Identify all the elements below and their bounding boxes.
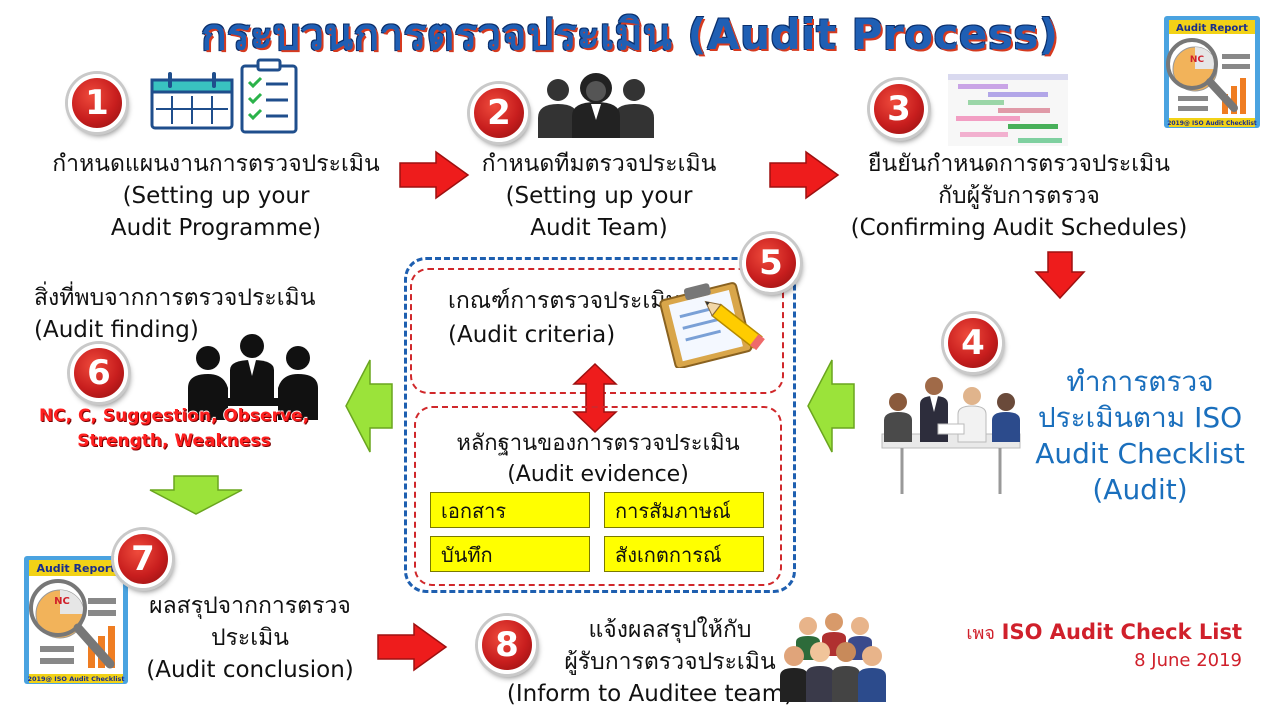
credit-name: ISO Audit Check List (1001, 620, 1242, 644)
step-7-report-header: Audit Report (36, 562, 115, 575)
step-8-en: (Inform to Auditee team) (506, 681, 794, 707)
audit-evidence-en: (Audit evidence) (507, 462, 689, 487)
step-5-en: (Audit criteria) (448, 322, 616, 348)
arrow-6-to-7 (148, 474, 244, 516)
step-4-line1: ทำการตรวจ (1066, 365, 1214, 398)
step-6-text: สิ่งที่พบจากการตรวจประเมิน (Audit findin… (34, 282, 364, 346)
step-1-text: กำหนดแผนงานการตรวจประเมิน (Setting up yo… (30, 148, 402, 244)
step-8-badge: 8 (478, 616, 536, 674)
arrow-1-to-2 (398, 150, 470, 200)
step-7-report-icon: Audit Report NC 2019@ ISO Audit Checklis… (20, 554, 142, 688)
step-4-line2: ประเมินตาม ISO (1037, 401, 1243, 434)
step-3-text: ยืนยันกำหนดการตรวจประเมิน กับผู้รับการตร… (836, 148, 1202, 244)
report-footer-text: 2019@ ISO Audit Checklist (1167, 120, 1257, 127)
evidence-item-records: บันทึก (430, 536, 590, 572)
step-4-text: ทำการตรวจ ประเมินตาม ISO Audit Checklist… (1024, 364, 1256, 508)
report-nc-text: NC (1190, 55, 1205, 65)
step-1-thai: กำหนดแผนงานการตรวจประเมิน (52, 151, 380, 177)
step-7-en: (Audit conclusion) (146, 657, 354, 683)
arrow-7-to-8 (376, 622, 448, 672)
audit-evidence-header: หลักฐานของการตรวจประเมิน (Audit evidence… (414, 428, 782, 490)
auditee-team-icon (778, 612, 890, 704)
step-1-en-line1: (Setting up your (122, 183, 310, 209)
page-title: กระบวนการตรวจประเมิน (Audit Process) (201, 10, 1059, 59)
step-7-report-footer: 2019@ ISO Audit Checklist (27, 675, 124, 683)
audit-evidence-thai: หลักฐานของการตรวจประเมิน (456, 431, 740, 456)
audit-basis-frame (404, 257, 796, 593)
step-6-note-line1: NC, C, Suggestion, Observe, (38, 406, 310, 426)
step-2-badge: 2 (470, 84, 528, 142)
step-3-thai-line1: ยืนยันกำหนดการตรวจประเมิน (868, 151, 1170, 177)
arrow-2-to-3 (768, 150, 840, 200)
step-4-line3: Audit Checklist (1035, 437, 1245, 470)
arrow-center-to-6 (344, 358, 394, 454)
step-5-thai: เกณฑ์การตรวจประเมิน (448, 288, 682, 314)
step-8-text: แจ้งผลสรุปให้กับ ผู้รับการตรวจประเมิน (I… (490, 614, 810, 710)
credit-line: เพจ ISO Audit Check List (900, 618, 1242, 648)
step-7-thai-line1: ผลสรุปจากการตรวจ (149, 593, 351, 619)
audit-evidence-box (414, 406, 782, 586)
step-6-finding-types: NC, C, Suggestion, Observe, Strength, We… (18, 404, 330, 454)
step-7-text: ผลสรุปจากการตรวจ ประเมิน (Audit conclusi… (134, 590, 366, 686)
step-4-badge: 4 (944, 314, 1002, 372)
clipboard-pencil-icon (648, 276, 768, 370)
step-1-badge: 1 (68, 74, 126, 132)
step-2-text: กำหนดทีมตรวจประเมิน (Setting up your Aud… (466, 148, 732, 244)
arrow-3-to-4 (1034, 250, 1086, 300)
evidence-item-interview: การสัมภาษณ์ (604, 492, 764, 528)
step-2-en-line2: Audit Team) (530, 215, 668, 241)
step-5-badge: 5 (742, 234, 800, 292)
checklist-icon (238, 58, 300, 134)
step-7-report-nc: NC (54, 596, 70, 607)
step-7-badge: 7 (114, 530, 172, 588)
step-6-thai: สิ่งที่พบจากการตรวจประเมิน (34, 285, 316, 311)
meeting-silhouette-icon (186, 330, 320, 426)
criteria-evidence-double-arrow (572, 362, 618, 434)
step-6-note-line2: Strength, Weakness (77, 431, 271, 451)
step-3-thai-line2: กับผู้รับการตรวจ (938, 183, 1100, 209)
step-2-thai: กำหนดทีมตรวจประเมิน (481, 151, 717, 177)
step-8-thai-line1: แจ้งผลสรุปให้กับ (588, 617, 752, 643)
schedule-chart-icon (948, 74, 1068, 146)
calendar-icon (150, 72, 234, 130)
step-3-badge: 3 (870, 80, 928, 138)
step-5-text: เกณฑ์การตรวจประเมิน (Audit criteria) (448, 284, 728, 352)
step-6-en: (Audit finding) (34, 317, 199, 343)
step-4-line4: (Audit) (1092, 473, 1188, 506)
step-2-en-line1: (Setting up your (505, 183, 693, 209)
step-6-badge: 6 (70, 344, 128, 402)
meeting-people-icon (872, 372, 1030, 498)
step-7-thai-line2: ประเมิน (210, 625, 290, 651)
step-8-thai-line2: ผู้รับการตรวจประเมิน (564, 649, 776, 675)
audit-report-icon: Audit Report NC 2019@ ISO Audit Checklis… (1160, 14, 1270, 132)
evidence-item-observation: สังเกตการณ์ (604, 536, 764, 572)
arrow-4-to-center (806, 358, 856, 454)
step-3-en: (Confirming Audit Schedules) (850, 215, 1188, 241)
team-icon (536, 72, 656, 140)
report-header-text: Audit Report (1176, 23, 1248, 34)
credit-block: เพจ ISO Audit Check List 8 June 2019 (900, 618, 1242, 674)
credit-date: 8 June 2019 (1134, 650, 1242, 671)
credit-prefix: เพจ (966, 623, 995, 644)
evidence-item-documents: เอกสาร (430, 492, 590, 528)
step-1-en-line2: Audit Programme) (110, 215, 322, 241)
